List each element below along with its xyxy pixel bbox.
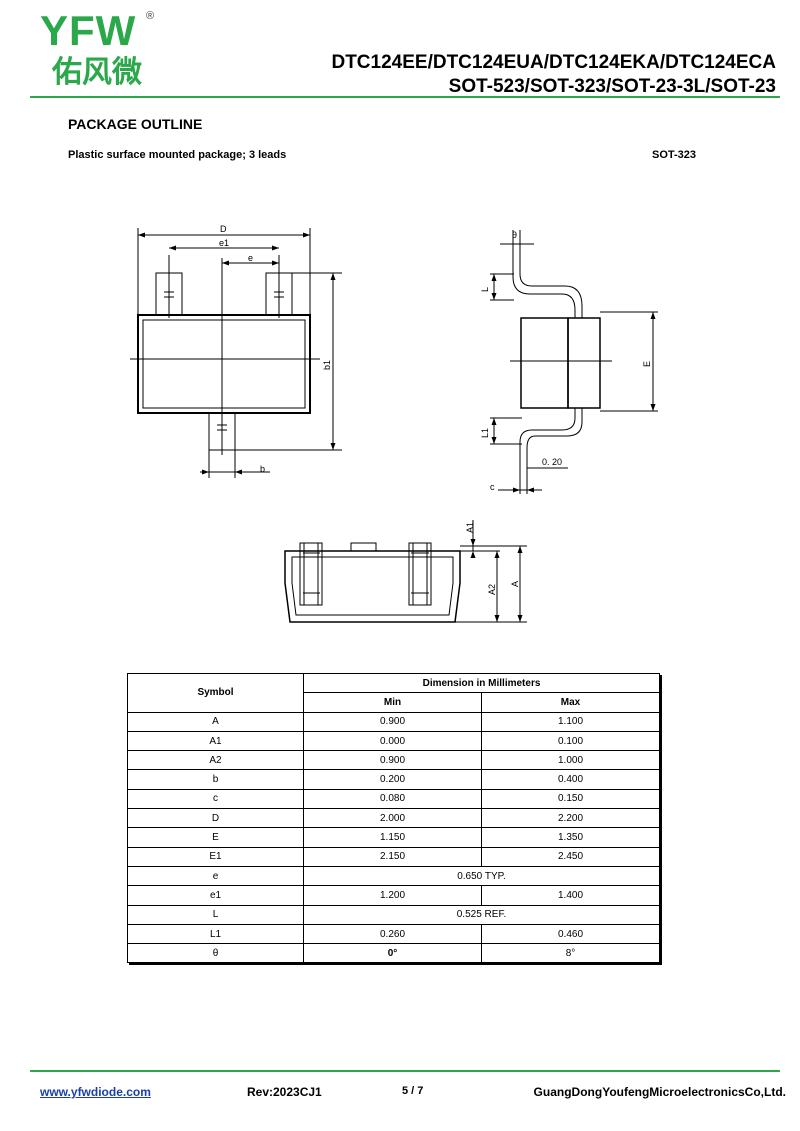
- symbol-cell: D: [127, 808, 304, 829]
- min-value-cell: 0.900: [303, 711, 482, 732]
- symbol-cell: c: [127, 788, 304, 810]
- label-e1: e1: [219, 238, 229, 248]
- symbol-cell: A: [127, 711, 304, 732]
- footer-divider: [30, 1070, 780, 1072]
- label-A2: A2: [487, 584, 497, 595]
- max-value-cell: 2.200: [481, 808, 660, 829]
- label-D: D: [220, 224, 227, 234]
- side-view-drawing: θ L E L1 0. 20 c: [480, 230, 658, 494]
- min-value-cell: 0.900: [303, 750, 482, 771]
- symbol-cell: e: [127, 865, 304, 887]
- symbol-cell: θ: [127, 943, 304, 964]
- merged-value-cell: 0.525 REF.: [303, 904, 660, 925]
- logo-chinese-name: 佑风微: [52, 56, 142, 89]
- section-title: PACKAGE OUTLINE: [68, 116, 203, 132]
- front-view-drawing: A1 A2 A: [284, 520, 527, 623]
- max-value-cell: 0.460: [481, 923, 660, 945]
- logo-wordmark: YFW: [40, 7, 137, 54]
- label-L1: L1: [480, 428, 490, 438]
- max-value-cell: 0.150: [481, 788, 660, 810]
- package-name: SOT-323: [652, 149, 697, 161]
- label-L: L: [480, 287, 490, 292]
- dimension-table: Symbol Dimension in Millimeters Min Max …: [127, 672, 660, 964]
- part-numbers-title: DTC124EE/DTC124EUA/DTC124EKA/DTC124ECA: [331, 52, 776, 73]
- symbol-cell: L1: [127, 923, 304, 945]
- min-header: Min: [303, 692, 482, 713]
- label-A1: A1: [465, 522, 475, 533]
- min-value-cell: 2.000: [303, 808, 482, 829]
- max-value-cell: 1.350: [481, 827, 660, 848]
- dimension-group-header: Dimension in Millimeters: [303, 672, 660, 694]
- label-theta: θ: [512, 230, 517, 240]
- min-value-cell: 0°: [303, 943, 482, 964]
- symbol-cell: E1: [127, 846, 304, 867]
- max-value-cell: 1.100: [481, 711, 660, 732]
- max-value-cell: 1.400: [481, 885, 660, 906]
- min-value-cell: 1.150: [303, 827, 482, 848]
- max-value-cell: 1.000: [481, 750, 660, 771]
- label-e: e: [248, 253, 253, 263]
- symbol-header: Symbol: [127, 673, 304, 713]
- max-value-cell: 2.450: [481, 846, 660, 867]
- symbol-cell: b: [127, 769, 304, 790]
- revision: Rev:2023CJ1: [247, 1085, 322, 1099]
- symbol-cell: A2: [127, 750, 304, 771]
- website-link[interactable]: www.yfwdiode.com: [40, 1085, 151, 1099]
- max-value-cell: 0.100: [481, 730, 660, 752]
- symbol-cell: E: [127, 827, 304, 848]
- label-dim020: 0. 20: [542, 457, 562, 467]
- label-c: c: [490, 482, 495, 492]
- min-value-cell: 0.000: [303, 730, 482, 752]
- max-value-cell: 0.400: [481, 769, 660, 790]
- company-name: GuangDongYoufengMicroelectronicsCo,Ltd.: [533, 1085, 786, 1099]
- package-types-title: SOT-523/SOT-323/SOT-23-3L/SOT-23: [448, 76, 776, 97]
- min-value-cell: 1.200: [303, 885, 482, 906]
- header-divider: [30, 96, 780, 98]
- max-header: Max: [481, 692, 660, 713]
- symbol-cell: L: [127, 904, 304, 925]
- min-value-cell: 0.080: [303, 788, 482, 810]
- symbol-cell: e1: [127, 885, 304, 906]
- package-description: Plastic surface mounted package; 3 leads: [68, 149, 287, 161]
- symbol-cell: A1: [127, 730, 304, 752]
- top-view-drawing: D e1 e b1 b: [130, 224, 342, 478]
- label-E: E: [642, 361, 652, 367]
- label-b: b: [260, 464, 265, 474]
- merged-value-cell: 0.650 TYP.: [303, 865, 660, 887]
- label-A: A: [510, 581, 520, 587]
- page-number: 5 / 7: [402, 1085, 424, 1097]
- min-value-cell: 0.260: [303, 923, 482, 945]
- registered-mark: ®: [146, 10, 155, 22]
- label-b1: b1: [322, 360, 332, 370]
- max-value-cell: 8°: [481, 943, 660, 964]
- min-value-cell: 0.200: [303, 769, 482, 790]
- min-value-cell: 2.150: [303, 846, 482, 867]
